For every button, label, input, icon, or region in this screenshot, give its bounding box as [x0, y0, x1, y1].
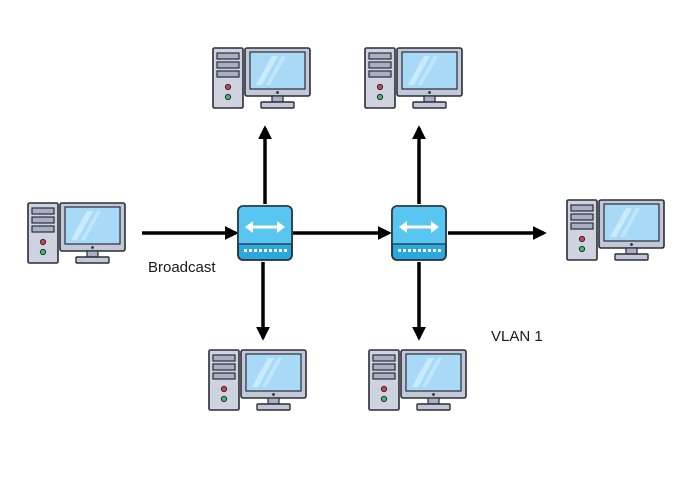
pc-bottom-right-desktop-computer-icon [368, 349, 467, 411]
broadcast-label: Broadcast [148, 259, 216, 276]
pc-top-right-desktop-computer-icon [364, 47, 463, 109]
pc-bottom-left-desktop-computer-icon [208, 349, 307, 411]
pc-right-desktop-computer-icon [566, 199, 665, 261]
switch-2-network-switch-icon [390, 204, 448, 262]
computers [27, 47, 665, 411]
pc-source-desktop-computer-icon [27, 202, 126, 264]
switch-1-network-switch-icon [236, 204, 294, 262]
edges [142, 125, 547, 341]
vlan-label: VLAN 1 [491, 328, 543, 345]
pc-top-left-desktop-computer-icon [212, 47, 311, 109]
